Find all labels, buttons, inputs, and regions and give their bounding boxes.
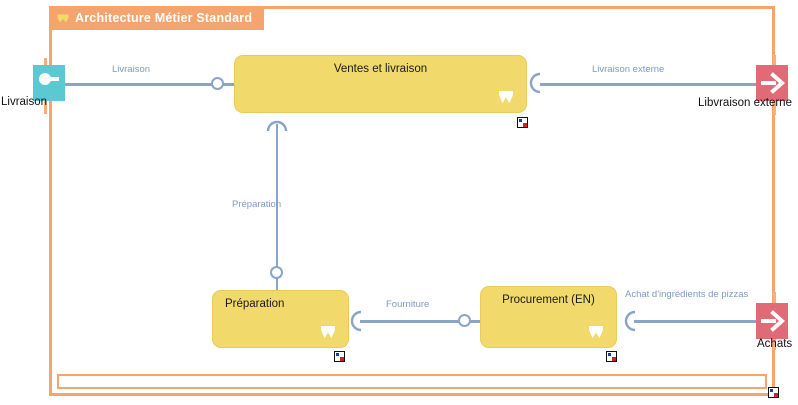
badge-pixel-red	[523, 123, 527, 127]
achat-ingredients-connector-line[interactable]	[634, 320, 758, 323]
component-title: Procurement (EN)	[502, 294, 595, 306]
required-interface-icon	[761, 72, 786, 94]
actor-livraison[interactable]	[33, 65, 65, 101]
fourniture-required-socket[interactable]	[348, 310, 364, 332]
component-title: Préparation	[225, 298, 285, 310]
package-title-tab[interactable]: Architecture Métier Standard	[49, 6, 265, 30]
crown-icon	[589, 326, 603, 338]
crown-icon	[57, 14, 69, 22]
fourniture-connector-label: Fourniture	[386, 299, 430, 310]
decomposition-badge-preparation[interactable]	[334, 351, 345, 362]
decomposition-badge-ventes[interactable]	[517, 117, 528, 128]
actor-libvraison-externe-label: Libvraison externe	[698, 97, 792, 109]
actor-libvraison-externe[interactable]	[756, 65, 788, 101]
provided-interface-icon	[39, 73, 59, 85]
crown-icon	[499, 91, 513, 103]
component-preparation[interactable]: Préparation	[212, 290, 349, 348]
component-procurement-en[interactable]: Procurement (EN)	[480, 286, 617, 348]
decomposition-badge-diagram[interactable]	[768, 387, 779, 398]
crown-icon	[321, 326, 335, 338]
preparation-connector-line[interactable]	[275, 124, 278, 270]
preparation-required-socket[interactable]	[266, 118, 288, 134]
package-title: Architecture Métier Standard	[75, 11, 253, 25]
preparation-connector-label: Préparation	[232, 199, 282, 210]
fourniture-connector-stub	[470, 320, 480, 323]
badge-pixel-blue	[335, 352, 339, 356]
component-ventes-et-livraison[interactable]: Ventes et livraison	[234, 55, 527, 113]
actor-achats[interactable]	[756, 303, 788, 339]
fourniture-connector-line[interactable]	[360, 320, 460, 323]
livraison-externe-connector-label: Livraison externe	[592, 64, 665, 75]
achat-ingredients-connector-label: Achat d'ingrédients de pizzas	[625, 289, 749, 300]
actor-livraison-label: Livraison	[1, 96, 48, 108]
badge-pixel-red	[774, 393, 778, 397]
livraison-externe-required-socket[interactable]	[527, 72, 543, 94]
badge-pixel-blue	[769, 388, 773, 392]
preparation-connector-stub	[275, 278, 278, 290]
badge-pixel-red	[612, 357, 616, 361]
livraison-externe-connector-line[interactable]	[540, 83, 756, 86]
decomposition-badge-procurement[interactable]	[606, 351, 617, 362]
package-frame	[49, 6, 775, 396]
badge-pixel-blue	[518, 118, 522, 122]
badge-pixel-blue	[607, 352, 611, 356]
achat-ingredients-required-socket[interactable]	[622, 310, 638, 332]
badge-pixel-red	[340, 357, 344, 361]
component-title: Ventes et livraison	[333, 63, 428, 75]
livraison-connector-line[interactable]	[62, 83, 214, 86]
required-interface-icon	[761, 310, 786, 332]
actor-achats-label: Achats	[757, 338, 793, 350]
livraison-connector-label: Livraison	[112, 64, 151, 75]
package-bottom-lane	[57, 374, 767, 389]
livraison-connector-stub	[223, 83, 234, 86]
